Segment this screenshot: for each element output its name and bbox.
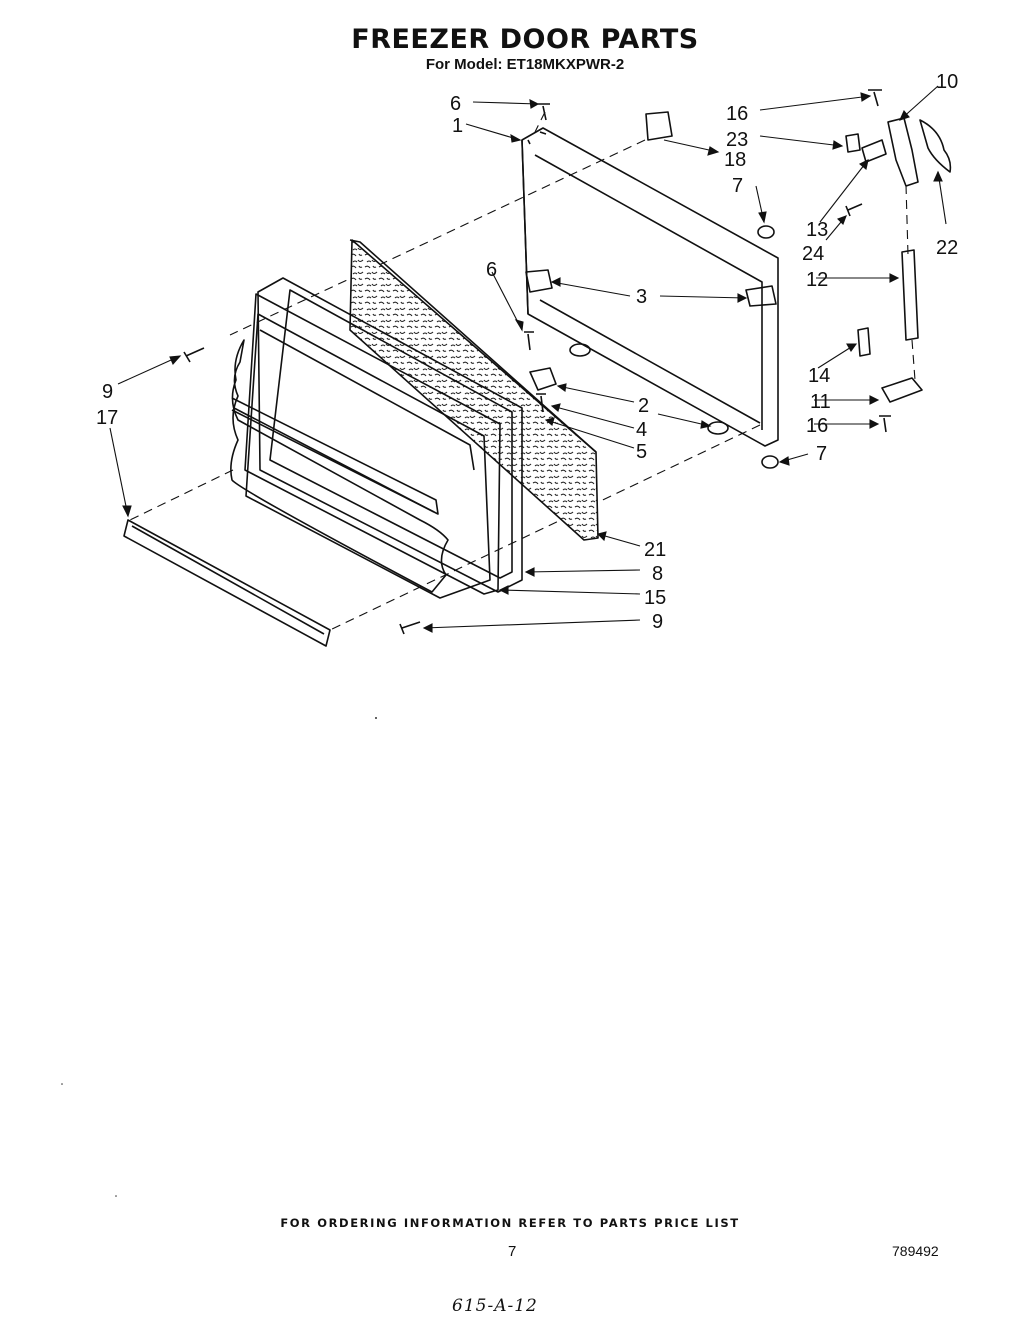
callout-18: 18 <box>724 149 746 171</box>
page-number: 7 <box>508 1243 517 1260</box>
callout-4: 4 <box>636 419 647 441</box>
screw-part-16-bottom <box>879 415 891 433</box>
screw-part-9-right <box>399 621 421 635</box>
ordering-info-note: FOR ORDERING INFORMATION REFER TO PARTS … <box>280 1216 740 1230</box>
screw-part-5 <box>536 393 546 413</box>
model-subtitle: For Model: ET18MKXPWR-2 <box>425 56 625 73</box>
callout-15: 15 <box>644 587 666 609</box>
hinge-brackets-part-3 <box>525 269 777 307</box>
callout-16-bottom: 16 <box>806 415 828 437</box>
trim-part-22 <box>919 119 952 173</box>
plug-part-7-top <box>757 225 775 239</box>
door-frame-part-1 <box>521 127 779 447</box>
callout-17: 17 <box>96 407 118 429</box>
leader-lines <box>109 85 947 633</box>
outer-panel-part-15 <box>244 293 501 595</box>
callout-6-top: 6 <box>450 93 461 115</box>
spacer-part-2-b <box>707 421 729 435</box>
callout-13: 13 <box>806 219 828 241</box>
callout-11: 11 <box>810 391 831 413</box>
inner-door-liner <box>230 313 491 599</box>
screw-part-9-left <box>183 347 205 363</box>
screw-part-6-top <box>538 103 550 121</box>
callout-14: 14 <box>808 365 830 387</box>
callout-9-right: 9 <box>652 611 663 633</box>
handle-bar-part-12 <box>901 249 919 341</box>
screw-part-6-mid <box>524 331 534 351</box>
spacer-part-2-a <box>569 343 591 357</box>
callout-7-bottom: 7 <box>816 443 827 465</box>
callout-21: 21 <box>644 539 666 561</box>
callout-6-mid: 6 <box>486 259 497 281</box>
callout-8: 8 <box>652 563 663 585</box>
callout-labels: 6 1 6 3 2 4 5 9 17 21 8 15 9 18 16 23 7 … <box>96 71 958 633</box>
shelf-bar-part-17 <box>123 519 331 647</box>
callout-16-top: 16 <box>726 103 748 125</box>
callout-12: 12 <box>806 269 828 291</box>
page-title: FREEZER DOOR PARTS <box>351 24 699 55</box>
handle-cap-part-10 <box>887 117 919 187</box>
callout-7-top: 7 <box>732 175 743 197</box>
callout-3: 3 <box>636 286 647 308</box>
bracket-part-11 <box>881 377 923 403</box>
callout-24: 24 <box>802 243 824 265</box>
callout-9-left: 9 <box>102 381 113 403</box>
plug-part-7-bottom <box>761 455 779 469</box>
callout-22: 22 <box>936 237 958 259</box>
handwritten-note: 615-A-12 <box>452 1296 538 1316</box>
bracket-part-13 <box>861 139 887 163</box>
clip-part-14 <box>857 327 871 357</box>
scan-specks <box>61 717 377 1197</box>
callout-1: 1 <box>452 115 463 137</box>
callout-23: 23 <box>726 129 748 151</box>
insulation-panel-part-21 <box>349 239 599 541</box>
document-number: 789492 <box>892 1243 939 1259</box>
screw-part-24 <box>845 203 863 217</box>
hinge-pin-part-4 <box>529 367 557 391</box>
callout-2: 2 <box>638 395 649 417</box>
callout-5: 5 <box>636 441 647 463</box>
screw-part-16-top <box>868 89 882 107</box>
callout-10: 10 <box>936 71 958 93</box>
spacer-part-23 <box>845 133 861 153</box>
alignment-lines <box>129 111 916 631</box>
label-part-18 <box>645 111 673 141</box>
